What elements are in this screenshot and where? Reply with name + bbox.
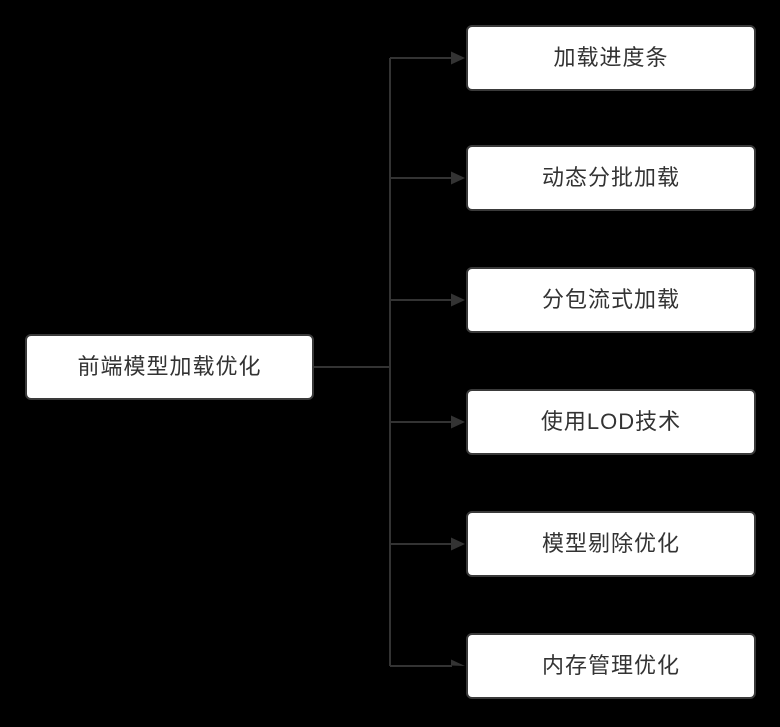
node-chunked-streaming-loading: 分包流式加载 <box>466 267 756 333</box>
node-label: 加载进度条 <box>553 45 669 70</box>
node-model-culling-optimization: 模型剔除优化 <box>466 511 756 577</box>
arrowhead-icon-3 <box>451 415 465 429</box>
root-node-label: 前端模型加载优化 <box>77 354 262 379</box>
node-loading-progress-bar: 加载进度条 <box>466 25 756 91</box>
arrowhead-icon-0 <box>451 51 465 65</box>
edge-lines <box>314 57 452 667</box>
node-label: 内存管理优化 <box>541 653 680 678</box>
node-label: 模型剔除优化 <box>541 531 680 556</box>
arrowhead-icon-1 <box>451 171 465 185</box>
node-dynamic-batch-loading: 动态分批加载 <box>466 145 756 211</box>
arrowhead-icon-4 <box>451 537 465 551</box>
arrowhead-icon-2 <box>451 293 465 307</box>
arrowhead-icon-5 <box>451 659 465 673</box>
node-label: 使用LOD技术 <box>540 409 682 434</box>
root-node: 前端模型加载优化 <box>25 334 314 400</box>
node-label: 分包流式加载 <box>541 287 680 312</box>
arrowheads <box>451 51 465 673</box>
node-label: 动态分批加载 <box>541 165 680 190</box>
node-memory-management-optimization: 内存管理优化 <box>466 633 756 699</box>
node-lod-technique: 使用LOD技术 <box>466 389 756 455</box>
